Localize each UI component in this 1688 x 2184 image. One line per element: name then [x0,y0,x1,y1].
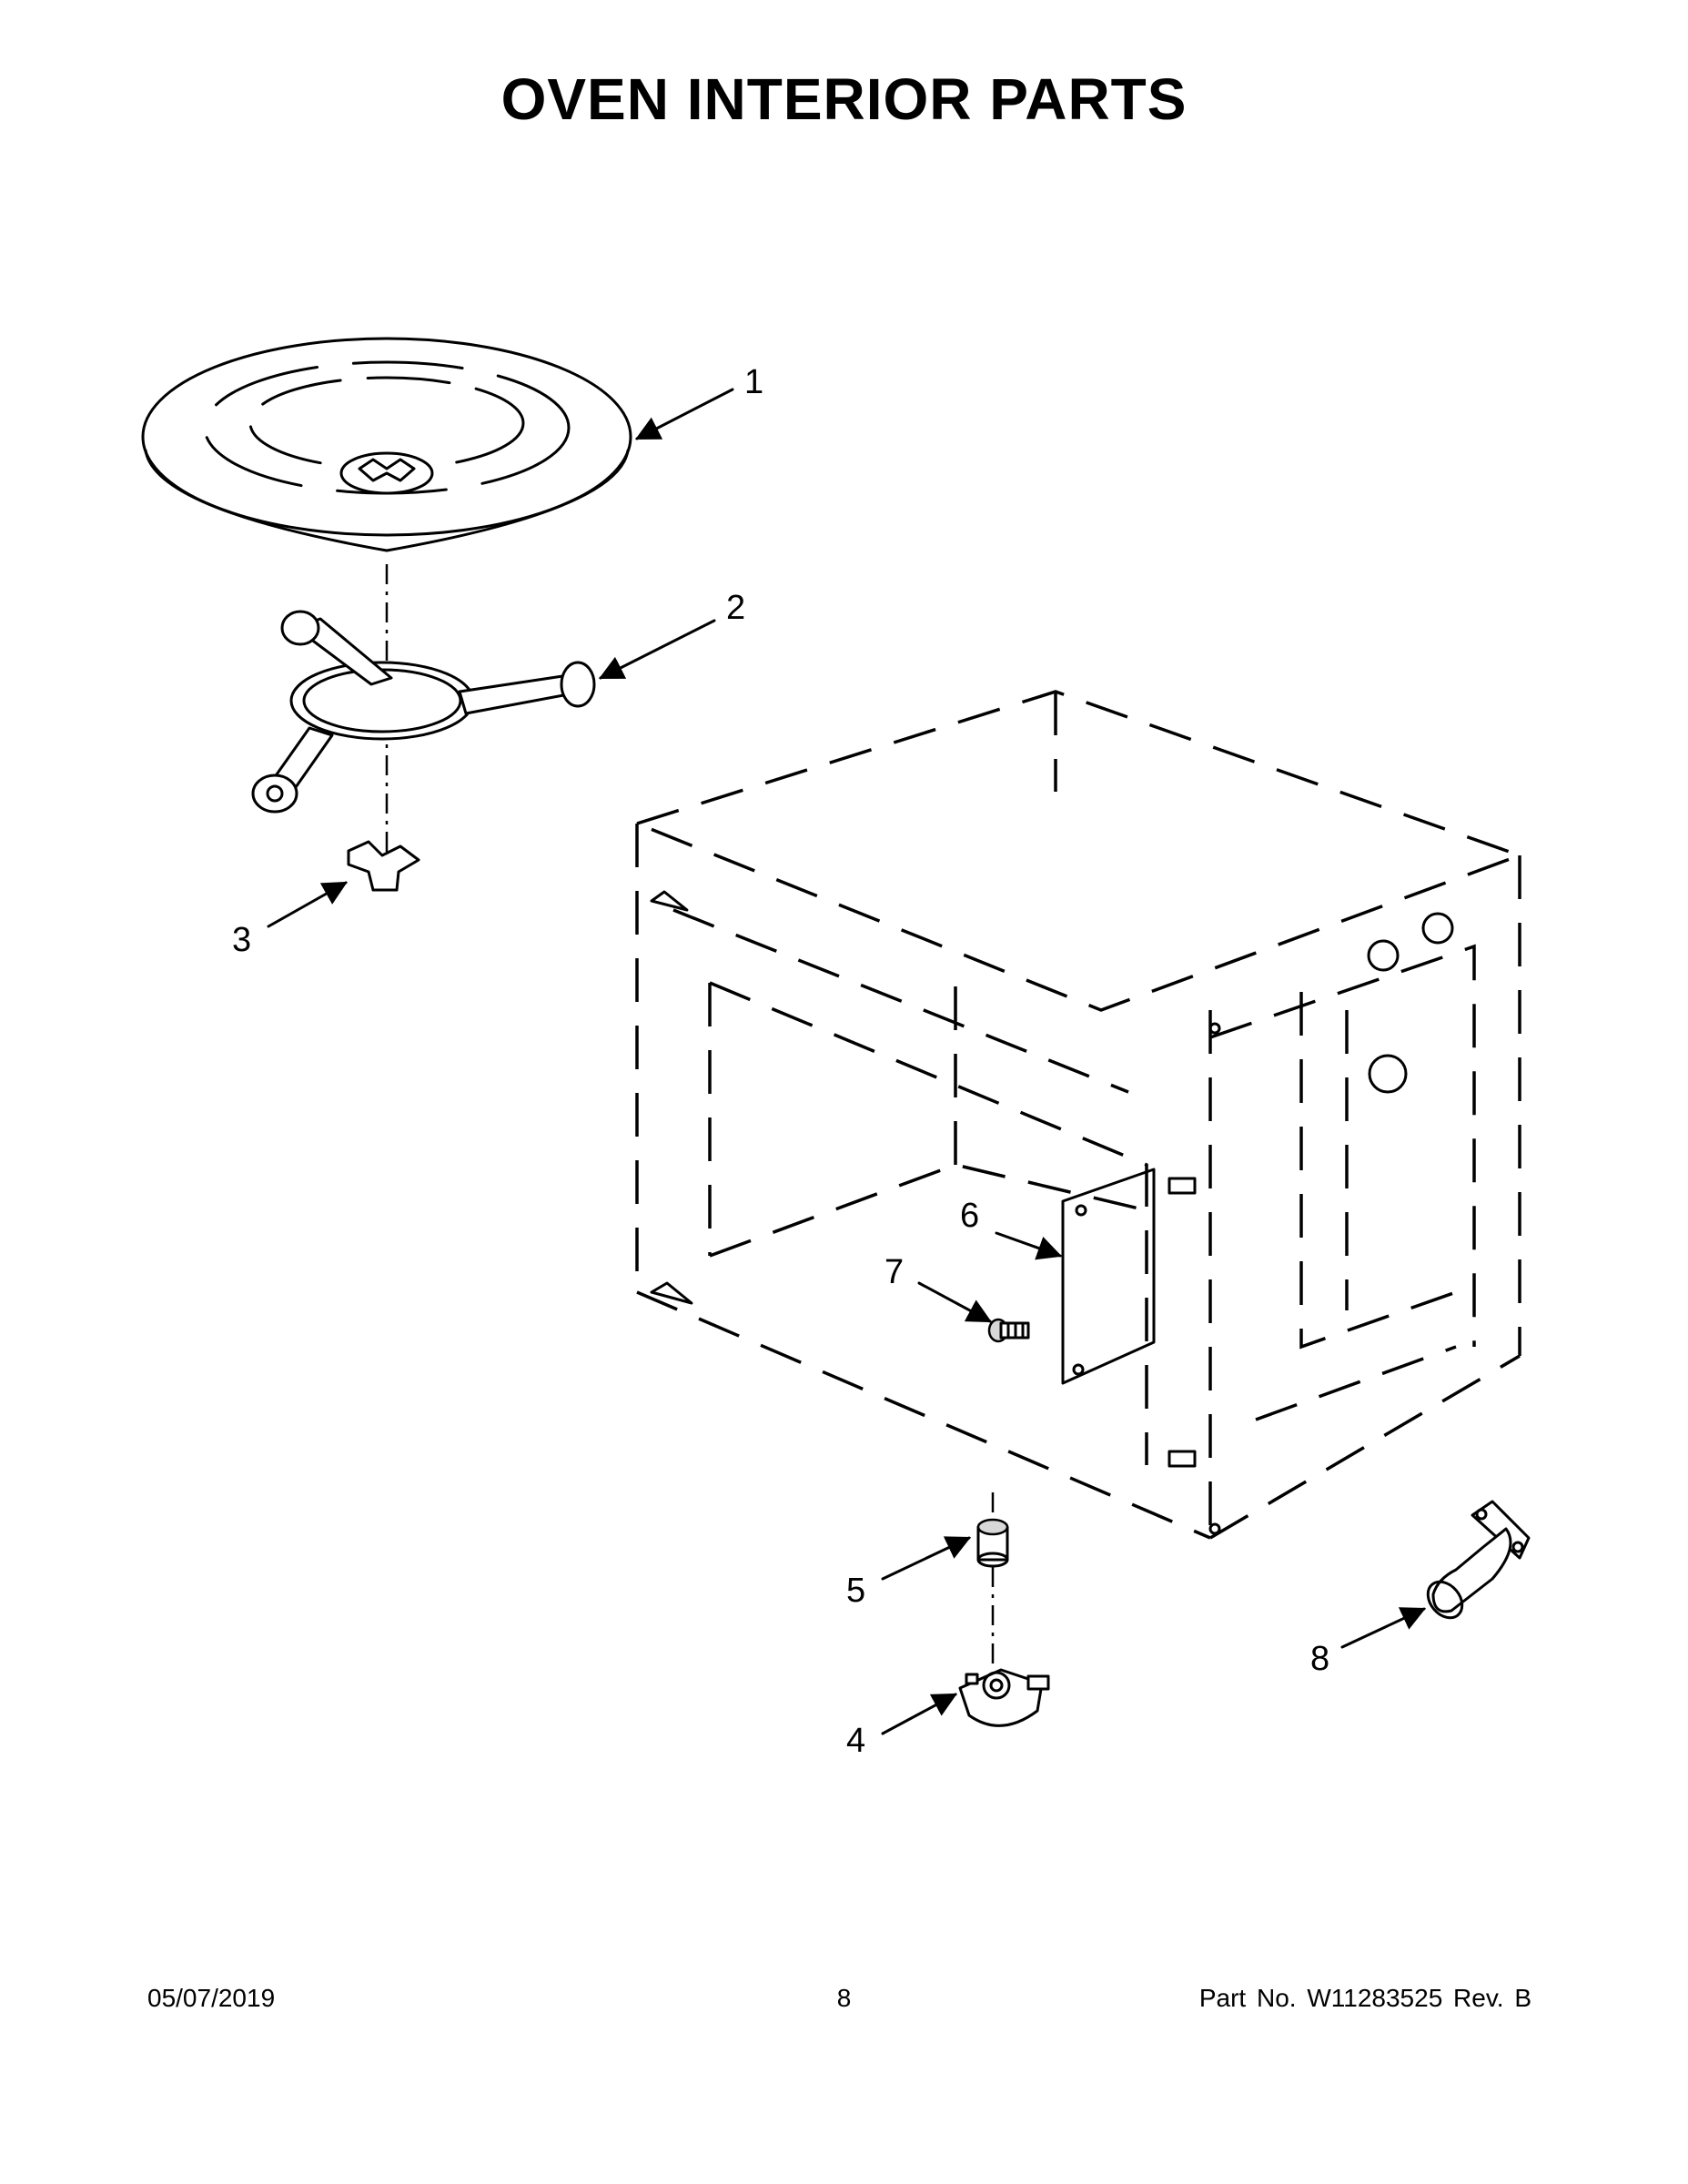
page-title: OVEN INTERIOR PARTS [500,66,1188,132]
callout-3: 3 [232,921,251,959]
turntable-motor [958,1668,1050,1727]
cover-plate [1061,1168,1156,1385]
callout-4: 4 [846,1722,865,1760]
callout-5: 5 [846,1572,865,1610]
screw [987,1318,1030,1343]
roller-ring [251,610,596,814]
turntable-tray [141,337,632,552]
leader-lines [267,388,1427,1735]
callout-2: 2 [726,589,745,627]
callout-8: 8 [1310,1640,1329,1678]
callout-1: 1 [744,363,763,401]
oven-light [1426,1500,1531,1620]
oven-cavity-outline [635,690,1525,1540]
coupler [347,840,420,892]
callout-6: 6 [960,1197,979,1235]
spacer [976,1518,1009,1568]
footer-date: 05/07/2019 [147,1984,276,2012]
callout-7: 7 [884,1253,904,1291]
footer-page-number: 8 [836,1984,852,2012]
footer-part-number: Part No. W11283525 Rev. B [1198,1984,1531,2012]
